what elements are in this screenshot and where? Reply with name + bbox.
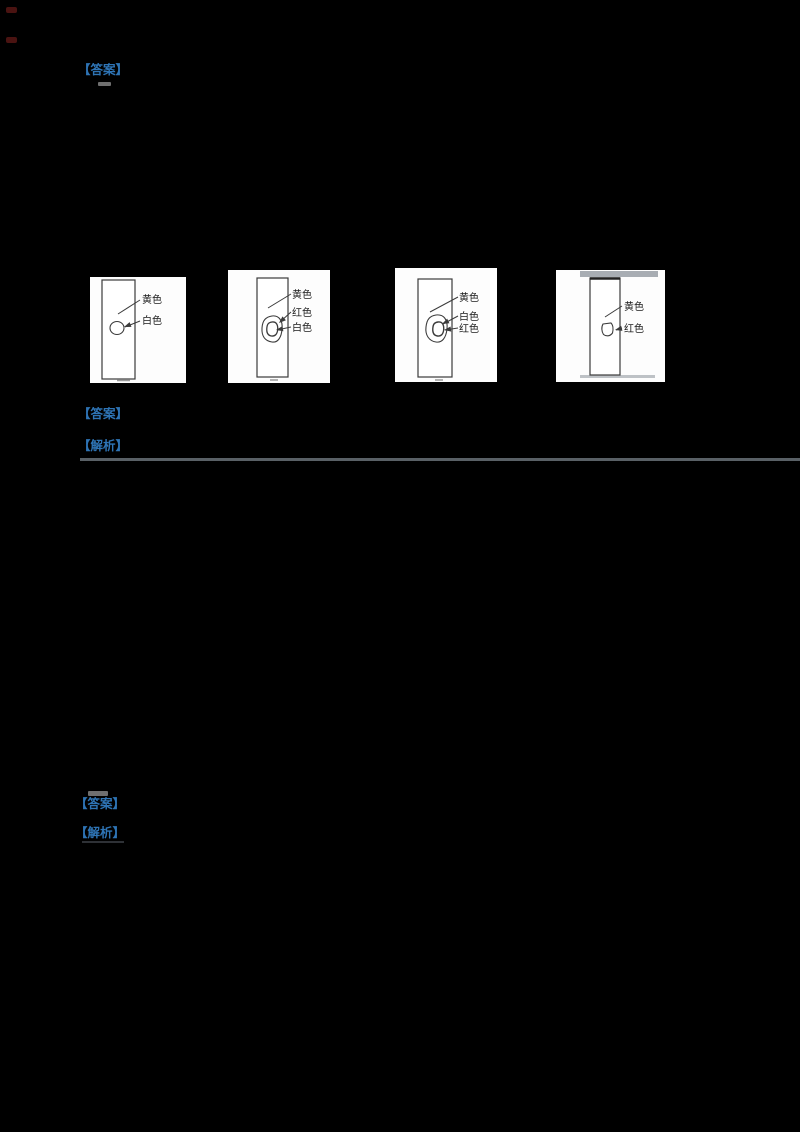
arrowhead-icon bbox=[124, 322, 132, 327]
leader-line bbox=[429, 296, 459, 313]
arrowhead-icon bbox=[279, 316, 286, 323]
text-artifact bbox=[82, 841, 124, 843]
strip-color-label: 黄色 bbox=[624, 300, 644, 313]
arrowhead-icon bbox=[444, 326, 452, 332]
analysis-label: 【解析】 bbox=[78, 439, 129, 453]
figure-panel-a: 黄色 白色 bbox=[90, 277, 186, 383]
scan-band-bottom bbox=[580, 375, 655, 378]
white-spot bbox=[109, 320, 125, 336]
answer-label: 【答案】 bbox=[78, 63, 129, 77]
page-corner-mark bbox=[6, 37, 17, 43]
answer-label: 【答案】 bbox=[78, 407, 129, 421]
divider-line bbox=[80, 458, 800, 461]
leader-line bbox=[604, 305, 623, 318]
text-artifact bbox=[88, 791, 108, 796]
strip-color-label: 黄色 bbox=[142, 293, 162, 306]
figure-panel-b: 黄色 红色 白色 bbox=[228, 270, 330, 383]
test-strip-diagram-a: 黄色 白色 bbox=[101, 279, 162, 382]
test-strip-diagram-b: 黄色 红色 白色 bbox=[256, 277, 312, 381]
leader-line bbox=[267, 293, 292, 309]
figure-panel-d: 黄色 红色 bbox=[556, 270, 665, 382]
spot-color-label: 白色 bbox=[142, 314, 162, 327]
strip-color-label: 黄色 bbox=[459, 291, 479, 304]
test-strip-diagram-c: 黄色 白色 红色 bbox=[417, 278, 479, 381]
text-artifact bbox=[98, 82, 111, 86]
red-spot-inner bbox=[432, 321, 445, 337]
test-strip-diagram-d: 黄色 红色 bbox=[580, 271, 658, 378]
scan-band-top bbox=[580, 271, 658, 277]
page-corner-mark bbox=[6, 7, 17, 13]
spot-color-label: 红色 bbox=[459, 322, 479, 335]
red-spot bbox=[601, 322, 614, 337]
arrowhead-icon bbox=[442, 318, 450, 324]
figure-panel-c: 黄色 白色 红色 bbox=[395, 268, 497, 382]
arrowhead-icon bbox=[615, 325, 623, 331]
leader-line bbox=[117, 299, 141, 315]
arrowhead-icon bbox=[276, 326, 284, 332]
white-spot-inner bbox=[266, 321, 279, 337]
spot-color-label: 白色 bbox=[292, 321, 312, 334]
ring-color-label: 白色 bbox=[459, 310, 479, 323]
analysis-label: 【解析】 bbox=[75, 826, 126, 840]
ring-color-label: 红色 bbox=[292, 306, 312, 319]
strip-color-label: 黄色 bbox=[292, 288, 312, 301]
answer-label: 【答案】 bbox=[75, 797, 126, 811]
spot-color-label: 红色 bbox=[624, 322, 644, 335]
